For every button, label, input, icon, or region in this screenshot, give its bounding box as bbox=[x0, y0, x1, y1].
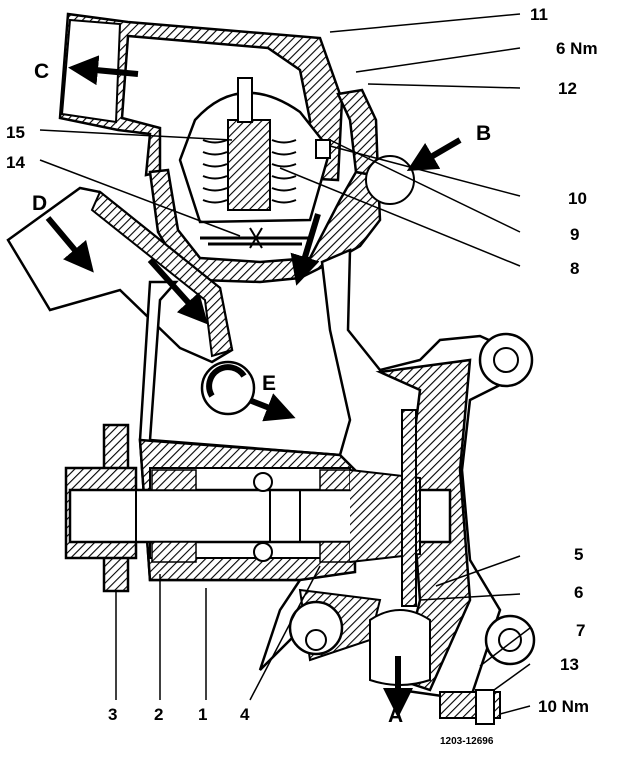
pump-shaft bbox=[64, 409, 452, 607]
thermostat-housing bbox=[148, 88, 415, 284]
label-9: 9 bbox=[570, 225, 579, 244]
label-d: D bbox=[32, 192, 47, 215]
arrow-c bbox=[68, 55, 139, 86]
label-e: E bbox=[262, 372, 276, 395]
label-6nm: 6 Nm bbox=[556, 39, 598, 58]
label-13: 13 bbox=[560, 655, 579, 674]
label-b: B bbox=[476, 122, 491, 145]
label-3: 3 bbox=[108, 705, 117, 724]
arrow-b bbox=[406, 137, 462, 172]
label-c: C bbox=[34, 60, 49, 83]
label-11: 11 bbox=[530, 5, 548, 24]
figure-code: 1203-12696 bbox=[440, 736, 494, 747]
label-6: 6 bbox=[574, 583, 583, 602]
label-5: 5 bbox=[574, 545, 583, 564]
label-8: 8 bbox=[570, 259, 579, 278]
thermostat-element bbox=[178, 77, 332, 249]
label-7: 7 bbox=[576, 621, 585, 640]
rotation-e-icon bbox=[200, 360, 256, 416]
label-10nm: 10 Nm bbox=[538, 697, 589, 716]
arrow-inner-1 bbox=[290, 213, 321, 286]
label-12: 12 bbox=[558, 79, 577, 98]
label-14: 14 bbox=[6, 153, 25, 172]
label-a: A bbox=[388, 704, 403, 727]
label-10: 10 bbox=[568, 189, 587, 208]
label-4: 4 bbox=[240, 705, 250, 724]
label-1: 1 bbox=[198, 705, 207, 724]
leader-lines-left bbox=[39, 129, 321, 701]
label-2: 2 bbox=[154, 705, 163, 724]
inlet-d-tube bbox=[6, 186, 234, 364]
leader-lines bbox=[279, 13, 531, 715]
label-15: 15 bbox=[6, 123, 25, 142]
arrow-d bbox=[45, 216, 94, 273]
arrow-inner-2 bbox=[147, 257, 209, 325]
flow-arrows bbox=[45, 55, 462, 718]
